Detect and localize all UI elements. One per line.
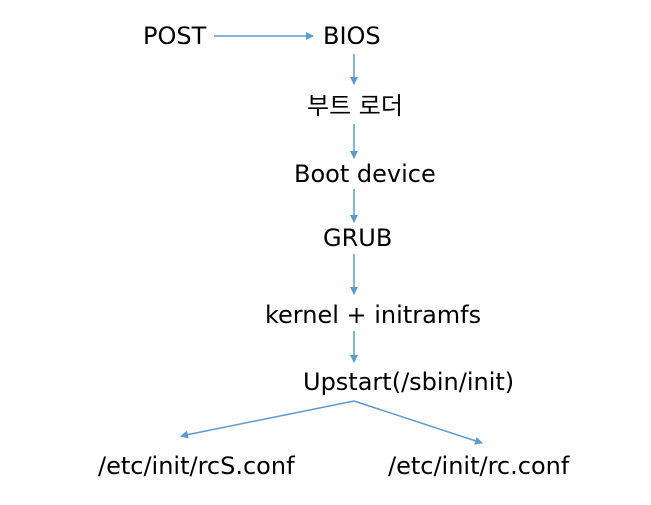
node-post: POST [143,22,207,50]
node-rc-conf: /etc/init/rc.conf [388,452,570,480]
node-rcs-conf: /etc/init/rcS.conf [98,452,295,480]
node-boot-loader: 부트 로더 [307,92,403,120]
node-boot-device: Boot device [294,160,436,188]
arrow-upstart-to-rc-conf [353,400,483,445]
node-upstart: Upstart(/sbin/init) [303,368,515,396]
node-kernel-initramfs: kernel + initramfs [265,301,482,329]
node-grub: GRUB [323,224,393,252]
node-bios: BIOS [323,22,381,50]
arrow-upstart-to-rcs-conf [180,400,355,439]
